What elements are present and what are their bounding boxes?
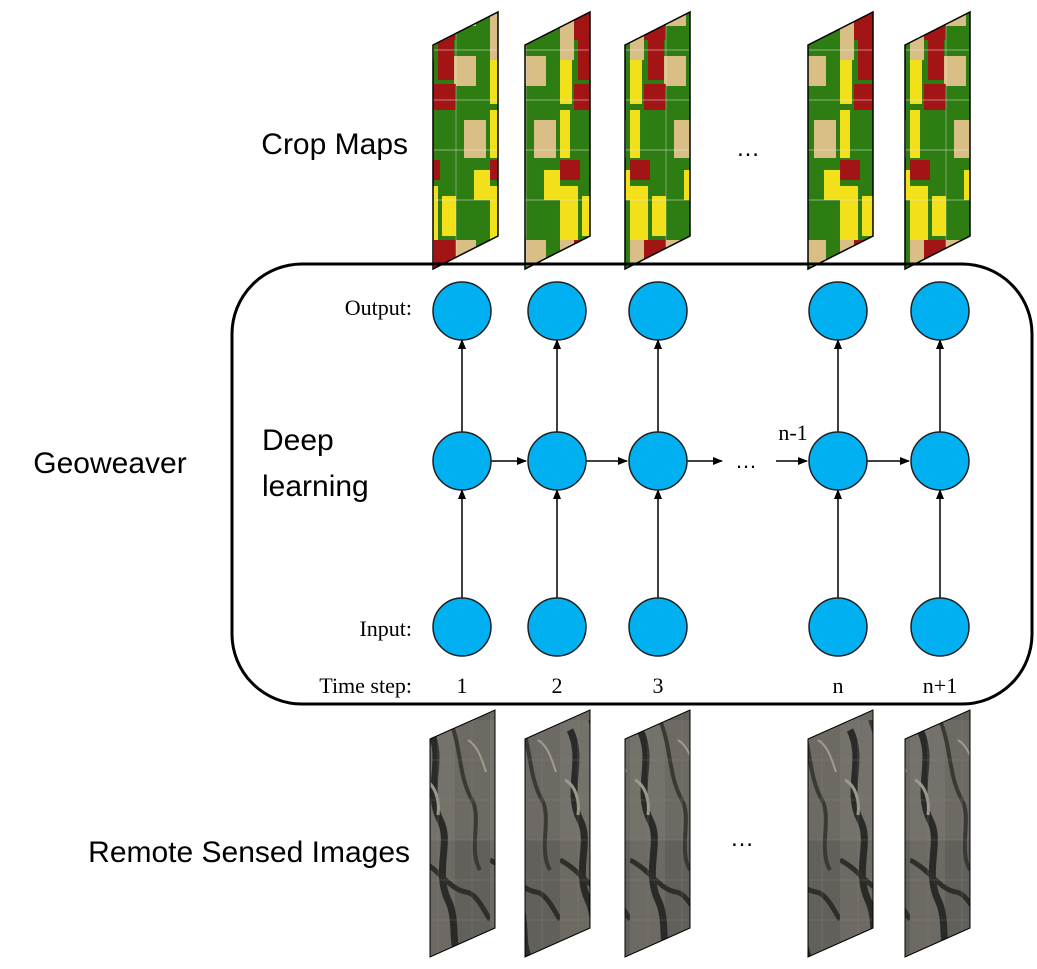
crop-maps-row	[432, 10, 971, 271]
hidden-node-1	[432, 431, 492, 491]
hidden-ellipsis: …	[735, 448, 757, 473]
input-node-2	[527, 597, 587, 657]
time-step-row-label: Time step:	[319, 673, 412, 698]
remote-sensed-images-row	[429, 709, 971, 958]
hidden-node-2	[527, 431, 587, 491]
remote-sensed-image-2	[524, 709, 591, 958]
remote-sensed-ellipsis: …	[730, 825, 754, 852]
output-node-n-plus-1	[910, 281, 970, 341]
output-node-1	[432, 281, 492, 341]
hidden-node-n	[808, 431, 868, 491]
input-node-1	[432, 597, 492, 657]
crop-maps-label: Crop Maps	[261, 128, 408, 161]
output-node-n	[808, 281, 868, 341]
n-minus-1-label: n-1	[778, 420, 807, 445]
crop-maps-ellipsis: …	[736, 135, 760, 162]
input-nodes	[432, 597, 970, 657]
time-step-label-2: 2	[552, 673, 563, 698]
output-node-2	[527, 281, 587, 341]
time-step-label-n: n	[833, 673, 844, 698]
geoweaver-label: Geoweaver	[33, 447, 186, 480]
hidden-node-n-plus-1	[910, 431, 970, 491]
output-nodes	[432, 281, 970, 341]
input-node-3	[628, 597, 688, 657]
geoweaver-container	[230, 262, 1034, 706]
deep-learning-label-line1: Deep	[262, 424, 334, 457]
remote-sensed-image-1	[429, 709, 496, 958]
time-step-label-n-plus-1: n+1	[923, 673, 957, 698]
time-step-labels: 1 2 3 n n+1	[457, 673, 958, 698]
crop-map-tile-n	[807, 10, 874, 271]
remote-sensed-images-label: Remote Sensed Images	[88, 836, 410, 869]
deep-learning-label-line2: learning	[262, 470, 369, 503]
input-node-n-plus-1	[910, 597, 970, 657]
output-row-label: Output:	[345, 295, 412, 320]
input-row-label: Input:	[359, 616, 412, 641]
remote-sensed-image-n	[807, 709, 874, 958]
time-step-label-3: 3	[653, 673, 664, 698]
output-node-3	[628, 281, 688, 341]
crop-map-tile-1	[432, 10, 499, 271]
input-node-n	[808, 597, 868, 657]
vertical-arrows	[458, 339, 944, 598]
crop-map-tile-n-plus-1	[904, 10, 971, 271]
remote-sensed-image-3	[624, 709, 691, 958]
remote-sensed-image-n-plus-1	[904, 709, 971, 958]
hidden-nodes	[432, 431, 970, 491]
crop-map-tile-3	[624, 10, 691, 271]
crop-map-tile-2	[524, 10, 591, 271]
time-step-label-1: 1	[457, 673, 468, 698]
hidden-node-3	[628, 431, 688, 491]
